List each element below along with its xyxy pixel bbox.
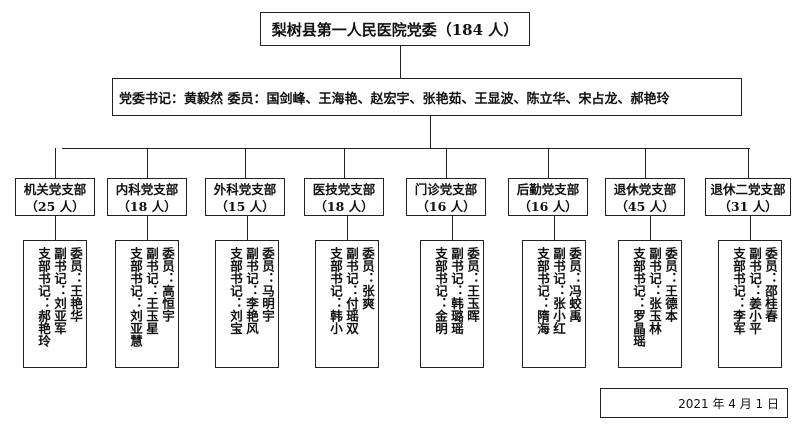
branch-count: （45 人） (615, 199, 675, 214)
branch-box-tuixiu-er: 退休二党支部 （31 人） (705, 178, 791, 216)
branch-count: （16 人） (518, 199, 578, 214)
member-secretary: 支部书记：罗晶瑶 (631, 247, 646, 347)
branch-count: （15 人） (215, 199, 275, 214)
branch-count: （18 人） (314, 199, 374, 214)
branch-box-neike: 内科党支部 （18 人） (107, 178, 187, 216)
connector-branch-members (147, 216, 148, 240)
branch-name: 后勤党支部 (516, 182, 580, 197)
branch-name: 退休二党支部 (710, 182, 786, 197)
connector-branch-members (247, 216, 248, 240)
member-committee: 委员：邵桂春 (763, 247, 778, 322)
member-committee: 委员：王德本 (663, 247, 678, 322)
member-committee: 委员：王艳华 (68, 247, 83, 322)
party-committee-title-box: 梨树县第一人民医院党委（184 人） (260, 12, 530, 46)
branch-box-tuixiu: 退休党支部 （45 人） (605, 178, 685, 216)
committee-members-box: 党委书记：黄毅然 委员：国剑峰、王海艳、赵宏宇、张艳茹、王显波、陈立华、宋占龙、… (112, 78, 742, 116)
member-deputy-secretary: 副书记：张玉林 (647, 247, 662, 335)
member-deputy-secretary: 副书记：韩璐瑶 (449, 247, 464, 335)
connector-branch-members (347, 216, 348, 240)
connector-bus-branch (548, 148, 549, 178)
connector-bus-branch (55, 148, 56, 178)
connector-branch-bus (62, 148, 750, 149)
branch-box-waike: 外科党支部 （15 人） (205, 178, 285, 216)
member-secretary: 支部书记：郝艳玲 (36, 247, 51, 347)
branch-box-menzhen: 门诊党支部 （16 人） (406, 178, 486, 216)
member-secretary: 支部书记：金明 (433, 247, 448, 335)
connector-branch-members (650, 216, 651, 240)
date-text: 2021 年 4 月 1 日 (678, 396, 779, 411)
branch-box-houqin: 后勤党支部 （16 人） (508, 178, 588, 216)
member-deputy-secretary: 副书记：张小红 (551, 247, 566, 335)
connector-bus-branch (748, 148, 749, 178)
connector-bus-branch (344, 148, 345, 178)
member-committee: 委员：冯蛟禹 (567, 247, 582, 322)
member-secretary: 支部书记：隋海 (535, 247, 550, 335)
member-deputy-secretary: 副书记：李艳风 (244, 247, 259, 335)
branch-box-yiji: 医技党支部 （18 人） (304, 178, 384, 216)
member-committee: 委员：王玉晖 (465, 247, 480, 322)
branch-members-jiguan: 委员：王艳华 副书记：刘亚军 支部书记：郝艳玲 (23, 240, 87, 368)
branch-count: （16 人） (416, 199, 476, 214)
member-committee: 委员：张爽 (360, 247, 375, 310)
branch-name: 外科党支部 (213, 182, 277, 197)
connector-committee-bus (430, 116, 431, 148)
branch-count: （18 人） (117, 199, 177, 214)
member-deputy-secretary: 副书记：付瑶双 (344, 247, 359, 335)
connector-bus-branch (245, 148, 246, 178)
member-deputy-secretary: 副书记：刘亚军 (52, 247, 67, 335)
connector-bus-branch (645, 148, 646, 178)
branch-members-yiji: 委员：张爽 副书记：付瑶双 支部书记：韩小 (315, 240, 379, 368)
party-committee-title: 梨树县第一人民医院党委（184 人） (271, 20, 519, 39)
branch-members-houqin: 委员：冯蛟禹 副书记：张小红 支部书记：隋海 (522, 240, 586, 368)
connector-branch-members (55, 216, 56, 240)
member-committee: 委员：马明宇 (260, 247, 275, 322)
date-box: 2021 年 4 月 1 日 (600, 388, 788, 418)
member-committee: 委员：高恒宇 (160, 247, 175, 322)
branch-count: （31 人） (718, 199, 778, 214)
member-deputy-secretary: 副书记：王玉星 (144, 247, 159, 335)
connector-branch-members (452, 216, 453, 240)
connector-branch-members (554, 216, 555, 240)
member-secretary: 支部书记：韩小 (328, 247, 343, 335)
branch-name: 内科党支部 (115, 182, 179, 197)
branch-name: 机关党支部 (23, 182, 87, 197)
committee-members-text: 党委书记：黄毅然 委员：国剑峰、王海艳、赵宏宇、张艳茹、王显波、陈立华、宋占龙、… (119, 91, 670, 107)
branch-name: 门诊党支部 (414, 182, 478, 197)
connector-bus-branch (446, 148, 447, 178)
branch-members-waike: 委员：马明宇 副书记：李艳风 支部书记：刘宝 (215, 240, 279, 368)
branch-name: 退休党支部 (613, 182, 677, 197)
branch-members-menzhen: 委员：王玉晖 副书记：韩璐瑶 支部书记：金明 (420, 240, 484, 368)
connector-root-committee (400, 46, 401, 78)
member-secretary: 支部书记：刘宝 (228, 247, 243, 335)
connector-bus-branch (147, 148, 148, 178)
branch-members-tuixiu-er: 委员：邵桂春 副书记：姜小平 支部书记：李军 (718, 240, 782, 368)
branch-name: 医技党支部 (312, 182, 376, 197)
member-secretary: 支部书记：刘亚慧 (128, 247, 143, 347)
branch-members-neike: 委员：高恒宇 副书记：王玉星 支部书记：刘亚慧 (115, 240, 179, 368)
member-deputy-secretary: 副书记：姜小平 (747, 247, 762, 335)
branch-members-tuixiu: 委员：王德本 副书记：张玉林 支部书记：罗晶瑶 (618, 240, 682, 368)
member-secretary: 支部书记：李军 (731, 247, 746, 335)
branch-box-jiguan: 机关党支部 （25 人） (15, 178, 95, 216)
branch-count: （25 人） (25, 199, 85, 214)
connector-branch-members (750, 216, 751, 240)
